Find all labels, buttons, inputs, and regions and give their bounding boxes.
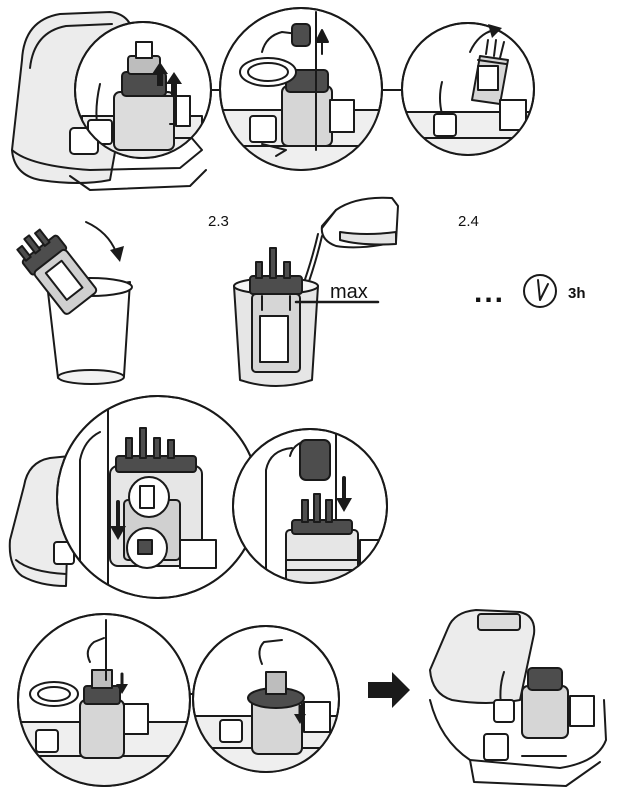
pump-unit-row3 [8,455,75,587]
wait-dots: ... [474,276,505,309]
max-label: max [330,281,368,303]
duration-label: 3h [568,285,586,302]
tighten-cap-detail [17,613,191,787]
pouring-bottle [301,196,399,291]
glass-with-cell [233,247,380,387]
lift-cell-detail [401,22,535,156]
seated-cap-detail [192,625,340,773]
arrow-up-icon [152,62,182,96]
reconnect-cable-detail [232,428,388,584]
clock-icon [523,274,557,308]
cell-into-glass [16,221,133,385]
step-2-3-label: 2.3 [208,213,229,230]
assembled-pump [429,609,607,787]
arrow-right-icon [368,672,410,708]
unscrew-cap-detail [219,7,383,171]
arrow-down-icon [85,221,117,253]
step-2-4-label: 2.4 [458,213,479,230]
insert-cell-detail [56,395,260,599]
